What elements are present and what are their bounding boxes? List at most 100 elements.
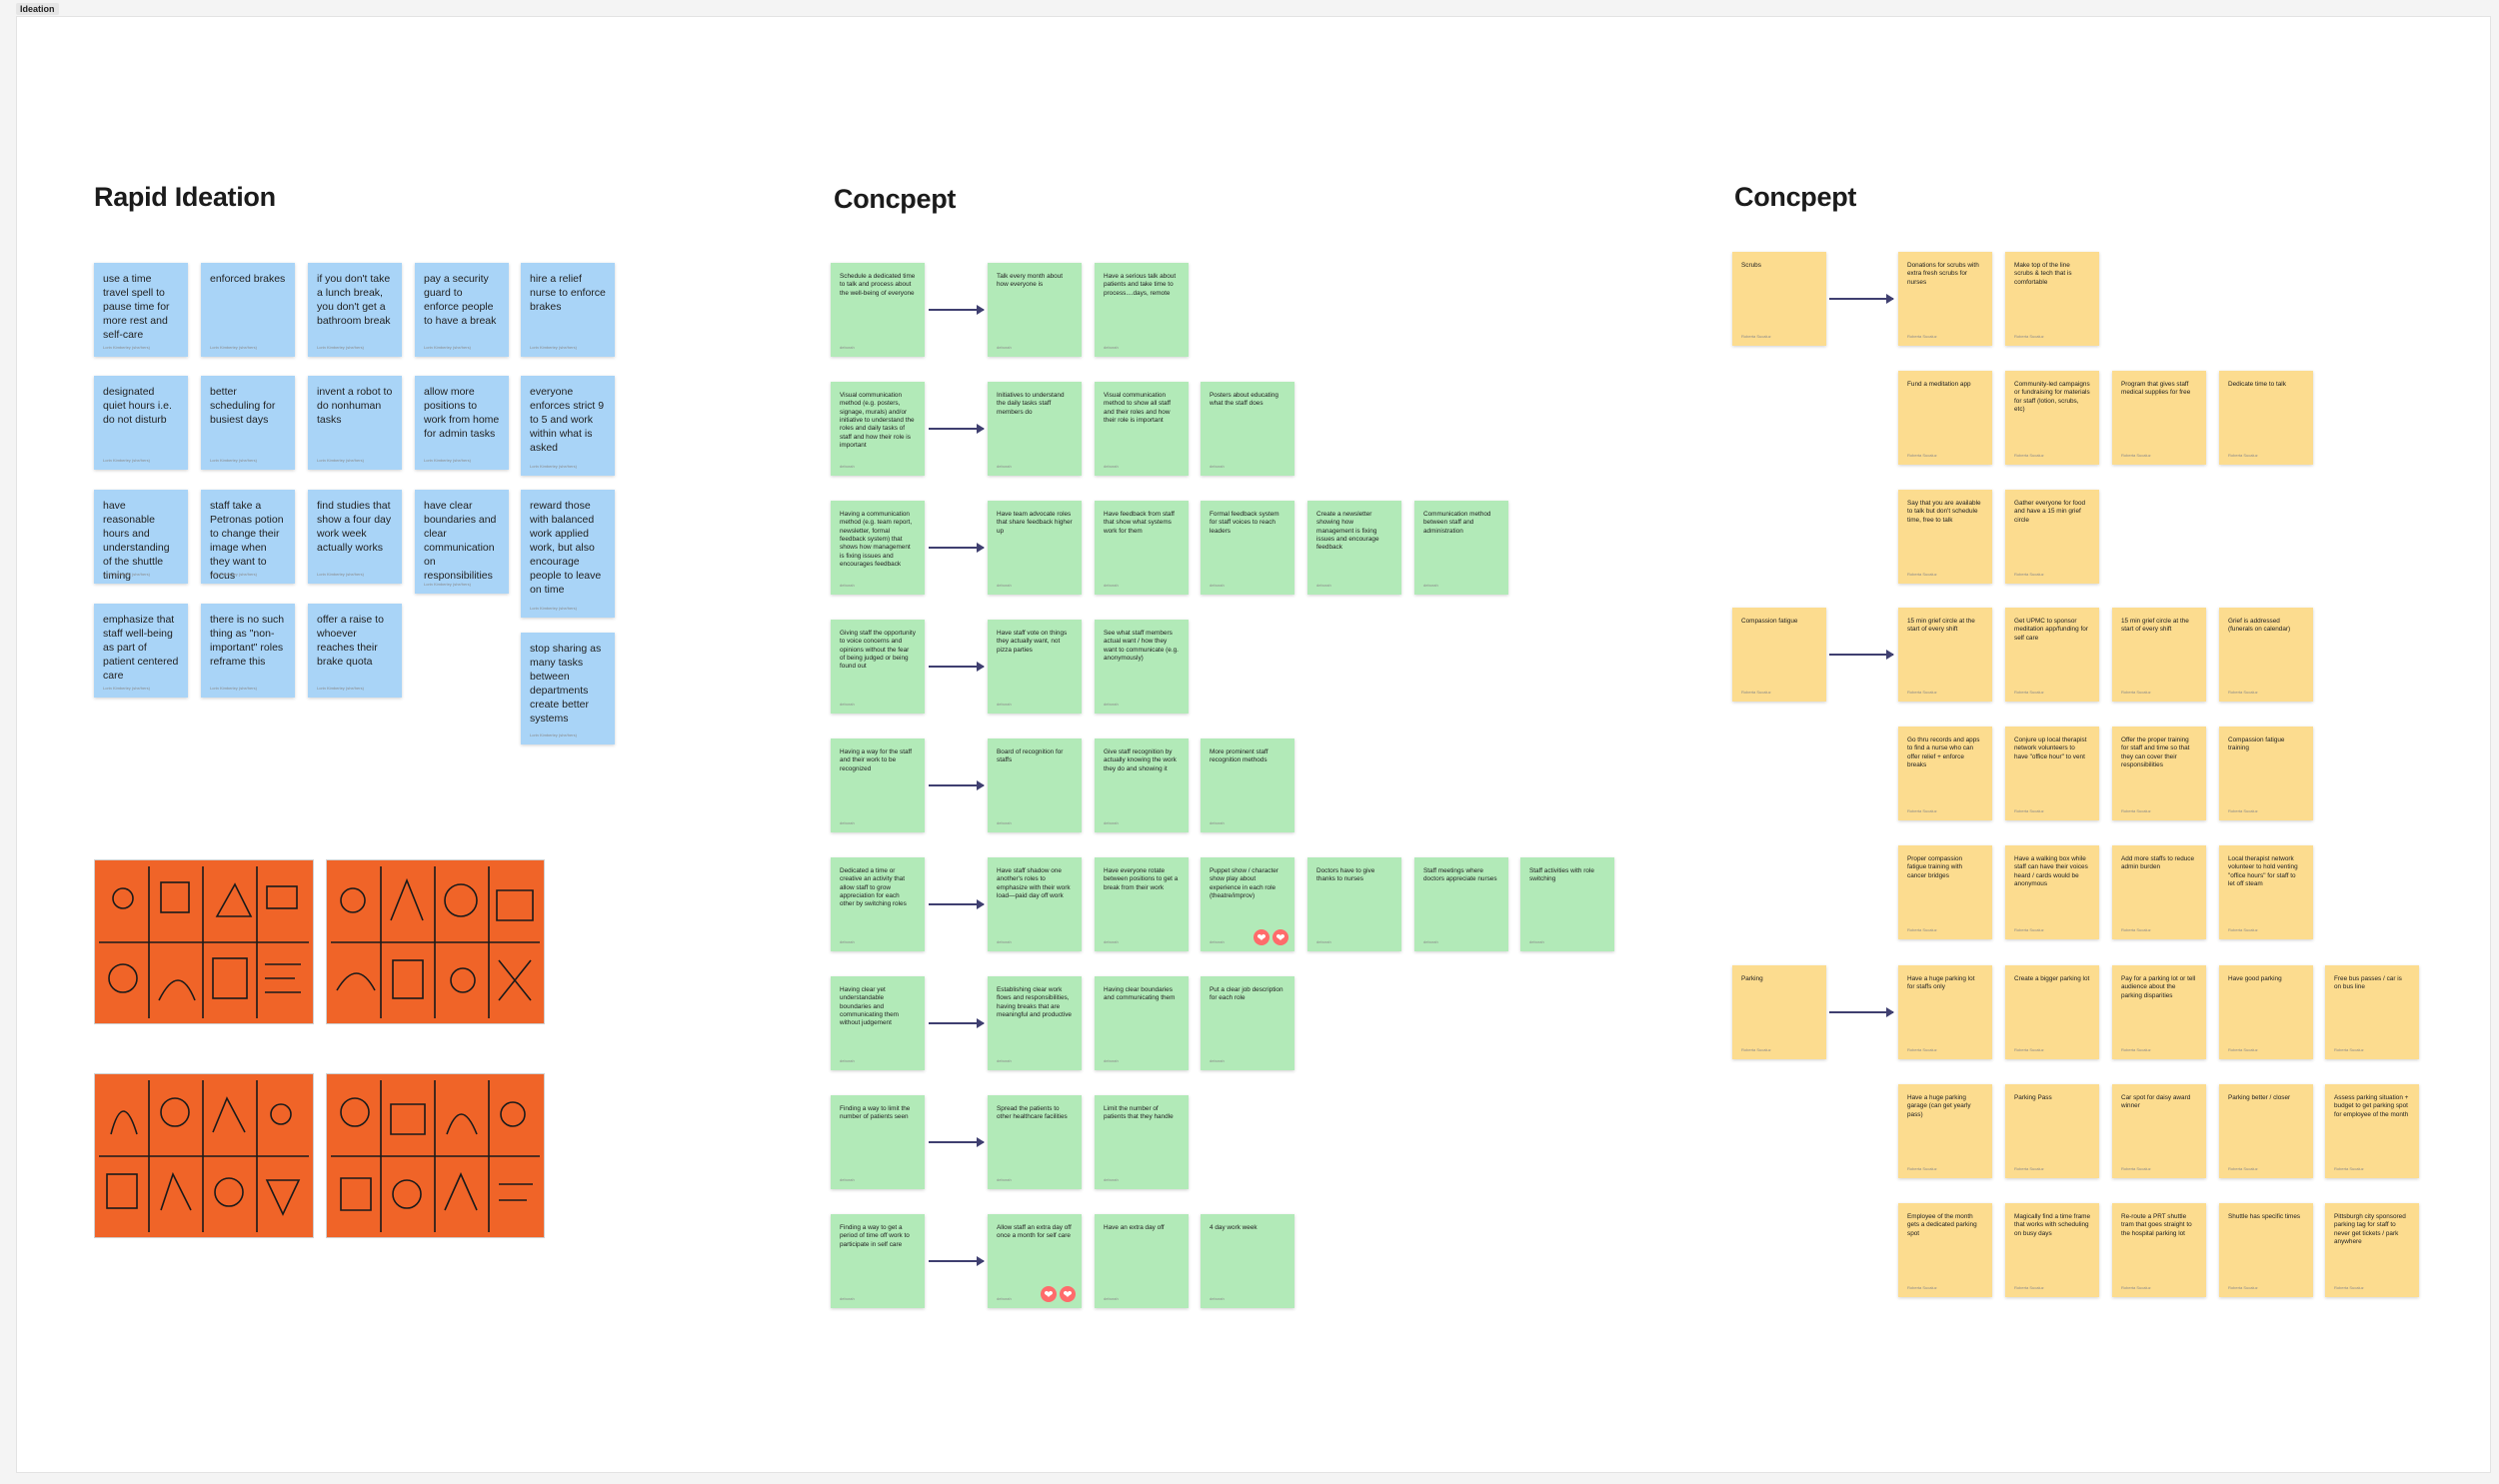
idea-note[interactable]: Posters about educating what the staff d…: [1201, 382, 1294, 476]
idea-note[interactable]: Grief is addressed (funerals on calendar…: [2219, 608, 2313, 702]
rapid-ideation-note[interactable]: staff take a Petronas potion to change t…: [201, 490, 295, 584]
idea-note[interactable]: Allow staff an extra day off once a mont…: [988, 1214, 1082, 1308]
heart-icon[interactable]: ❤: [1253, 929, 1269, 945]
heart-icon[interactable]: ❤: [1041, 1286, 1057, 1302]
idea-note[interactable]: Have everyone rotate between positions t…: [1095, 857, 1189, 951]
idea-note[interactable]: Limit the number of patients that they h…: [1095, 1095, 1189, 1189]
idea-note[interactable]: Community-led campaigns or fundraising f…: [2005, 371, 2099, 465]
idea-note[interactable]: Conjure up local therapist network volun…: [2005, 727, 2099, 820]
arrow-connector[interactable]: [929, 903, 984, 905]
idea-note[interactable]: Communication method between staff and a…: [1414, 501, 1508, 595]
concept-statement-note[interactable]: Having clear yet understandable boundari…: [831, 976, 925, 1070]
idea-note[interactable]: Have staff vote on things they actually …: [988, 620, 1082, 714]
idea-note[interactable]: Make top of the line scrubs & tech that …: [2005, 252, 2099, 346]
idea-note[interactable]: Staff meetings where doctors appreciate …: [1414, 857, 1508, 951]
rapid-ideation-note[interactable]: offer a raise to whoever reaches their b…: [308, 604, 402, 698]
idea-note[interactable]: 15 min grief circle at the start of ever…: [2112, 608, 2206, 702]
sketch-photo-4[interactable]: [326, 1073, 545, 1238]
idea-note[interactable]: Get UPMC to sponsor meditation app/fundi…: [2005, 608, 2099, 702]
arrow-connector[interactable]: [929, 1141, 984, 1143]
idea-note[interactable]: Puppet show / character show play about …: [1201, 857, 1294, 951]
concept-statement-note[interactable]: Giving staff the opportunity to voice co…: [831, 620, 925, 714]
reactions[interactable]: ❤❤: [1041, 1286, 1076, 1302]
arrow-connector[interactable]: [929, 1022, 984, 1024]
arrow-connector[interactable]: [929, 666, 984, 668]
arrow-connector[interactable]: [929, 428, 984, 430]
idea-note[interactable]: Go thru records and apps to find a nurse…: [1898, 727, 1992, 820]
concept-statement-note[interactable]: Dedicated a time or creative an activity…: [831, 857, 925, 951]
idea-note[interactable]: Have feedback from staff that show what …: [1095, 501, 1189, 595]
idea-note[interactable]: Establishing clear work flows and respon…: [988, 976, 1082, 1070]
rapid-ideation-note[interactable]: have reasonable hours and understanding …: [94, 490, 188, 584]
arrow-connector[interactable]: [929, 547, 984, 549]
idea-note[interactable]: Have team advocate roles that share feed…: [988, 501, 1082, 595]
rapid-ideation-note[interactable]: designated quiet hours i.e. do not distu…: [94, 376, 188, 470]
idea-note[interactable]: Program that gives staff medical supplie…: [2112, 371, 2206, 465]
idea-note[interactable]: Visual communication method to show all …: [1095, 382, 1189, 476]
heart-icon[interactable]: ❤: [1272, 929, 1288, 945]
idea-note[interactable]: Give staff recognition by actually knowi…: [1095, 739, 1189, 832]
idea-note[interactable]: Offer the proper training for staff and …: [2112, 727, 2206, 820]
idea-note[interactable]: Initiatives to understand the daily task…: [988, 382, 1082, 476]
idea-note[interactable]: Gather everyone for food and have a 15 m…: [2005, 490, 2099, 584]
idea-note[interactable]: Have a huge parking garage (can get year…: [1898, 1084, 1992, 1178]
sketch-photo-1[interactable]: [94, 859, 314, 1024]
idea-note[interactable]: Having clear boundaries and communicatin…: [1095, 976, 1189, 1070]
idea-note[interactable]: Have staff shadow one another's roles to…: [988, 857, 1082, 951]
idea-note[interactable]: Proper compassion fatigue training with …: [1898, 845, 1992, 939]
idea-note[interactable]: More prominent staff recognition methods…: [1201, 739, 1294, 832]
idea-note[interactable]: Spread the patients to other healthcare …: [988, 1095, 1082, 1189]
concept-statement-note[interactable]: Finding a way to limit the number of pat…: [831, 1095, 925, 1189]
idea-note[interactable]: Pittsburgh city sponsored parking tag fo…: [2325, 1203, 2419, 1297]
heart-icon[interactable]: ❤: [1060, 1286, 1076, 1302]
idea-note[interactable]: Formal feedback system for staff voices …: [1201, 501, 1294, 595]
rapid-ideation-note[interactable]: everyone enforces strict 9 to 5 and work…: [521, 376, 615, 476]
rapid-ideation-note[interactable]: emphasize that staff well-being as part …: [94, 604, 188, 698]
idea-note[interactable]: Magically find a time frame that works w…: [2005, 1203, 2099, 1297]
arrow-connector[interactable]: [1829, 298, 1893, 300]
idea-note[interactable]: Re-route a PRT shuttle tram that goes st…: [2112, 1203, 2206, 1297]
rapid-ideation-note[interactable]: stop sharing as many tasks between depar…: [521, 633, 615, 744]
arrow-connector[interactable]: [929, 1260, 984, 1262]
arrow-connector[interactable]: [1829, 1011, 1893, 1013]
idea-note[interactable]: 15 min grief circle at the start of ever…: [1898, 608, 1992, 702]
sketch-photo-2[interactable]: [326, 859, 545, 1024]
idea-note[interactable]: Have a serious talk about patients and t…: [1095, 263, 1189, 357]
concept-statement-note[interactable]: Finding a way to get a period of time of…: [831, 1214, 925, 1308]
arrow-connector[interactable]: [1829, 654, 1893, 656]
idea-note[interactable]: Donations for scrubs with extra fresh sc…: [1898, 252, 1992, 346]
reactions[interactable]: ❤❤: [1253, 929, 1288, 945]
sketch-photo-3[interactable]: [94, 1073, 314, 1238]
idea-note[interactable]: Create a newsletter showing how manageme…: [1307, 501, 1401, 595]
rapid-ideation-note[interactable]: use a time travel spell to pause time fo…: [94, 263, 188, 357]
idea-note[interactable]: Employee of the month gets a dedicated p…: [1898, 1203, 1992, 1297]
rapid-ideation-note[interactable]: have clear boundaries and clear communic…: [415, 490, 509, 594]
idea-note[interactable]: See what staff members actual want / how…: [1095, 620, 1189, 714]
rapid-ideation-note[interactable]: if you don't take a lunch break, you don…: [308, 263, 402, 357]
idea-note[interactable]: Put a clear job description for each rol…: [1201, 976, 1294, 1070]
